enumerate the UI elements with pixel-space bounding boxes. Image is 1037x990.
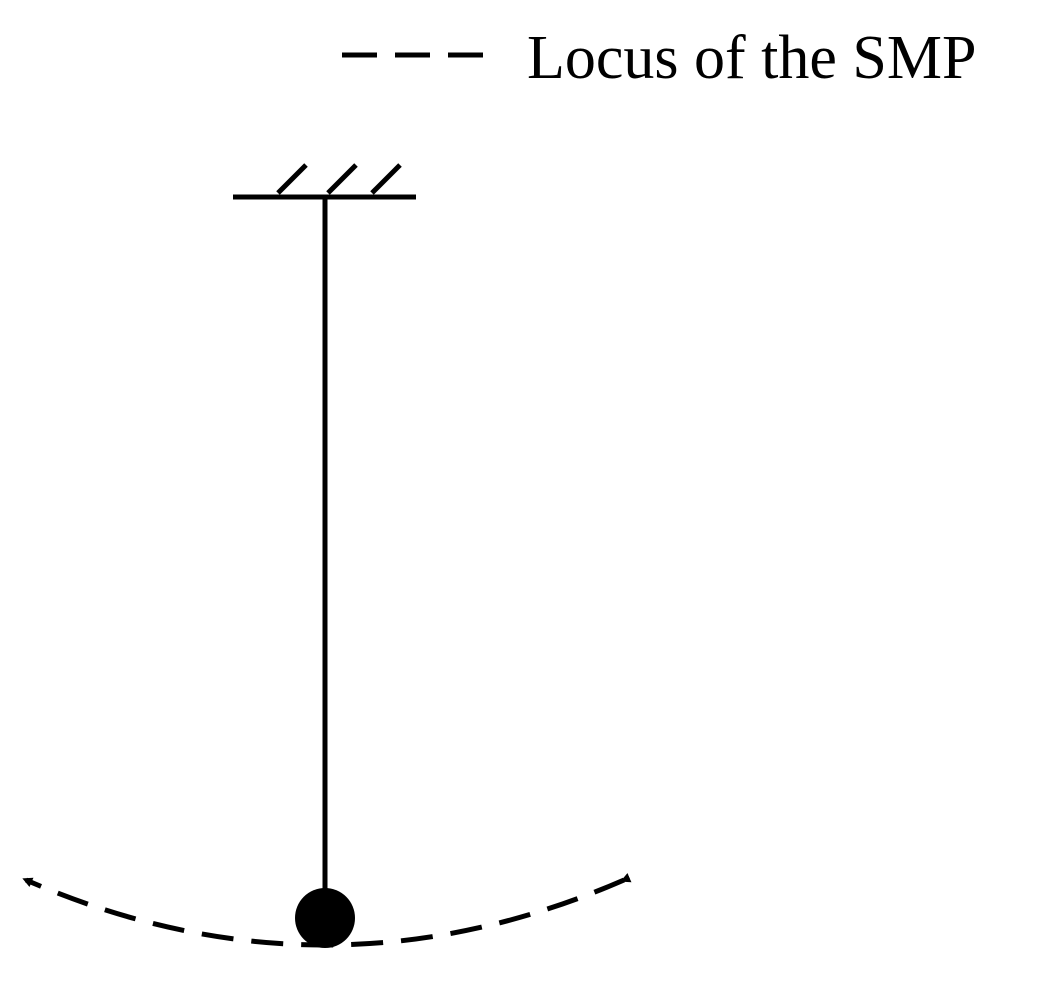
- pendulum-bob: [295, 888, 355, 948]
- hatch-mark: [370, 163, 402, 195]
- hatch-mark: [276, 163, 308, 195]
- legend-label: Locus of the SMP: [527, 24, 977, 92]
- fixed-support: [233, 163, 416, 200]
- hatch-mark: [326, 163, 358, 195]
- legend: Locus of the SMP: [342, 24, 977, 92]
